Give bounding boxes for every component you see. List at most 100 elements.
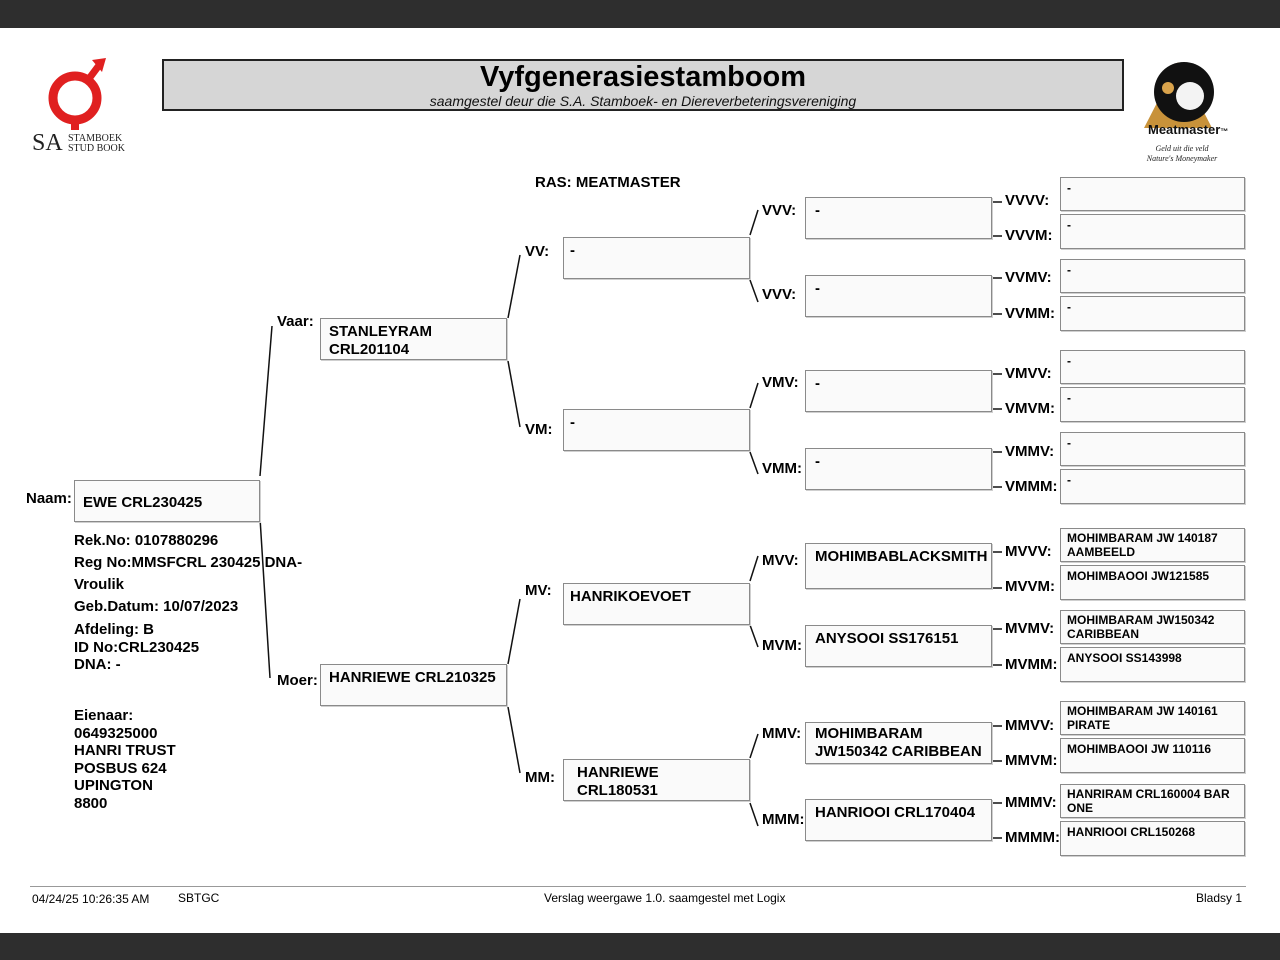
title-box: Vyfgenerasiestamboom saamgestel deur die… [162, 59, 1124, 111]
gen4-box-5: - [1060, 350, 1245, 384]
animal-name-box: EWE CRL230425 [74, 480, 260, 522]
owner-block: Eienaar: 0649325000 HANRI TRUST POSBUS 6… [74, 707, 176, 812]
logo-text-block: STAMBOEK STUD BOOK [68, 134, 125, 154]
meatmaster-tm: ™ [1220, 127, 1229, 136]
gen2-box-vv: - [563, 237, 750, 279]
gen3-label-4: VMM: [762, 460, 802, 477]
sa-studbook-logo: SA STAMBOEK STUD BOOK [30, 56, 140, 156]
gen3-2-line1: - [815, 280, 820, 297]
owner-phone: 0649325000 [74, 724, 158, 742]
gen4-7-line1: - [1067, 436, 1071, 450]
gen2-box-mm: HANRIEWE CRL180531 [563, 759, 750, 801]
meatmaster-name: Meatmaster [1148, 122, 1221, 137]
gen2-label-mv: MV: [525, 582, 552, 599]
gen2-label-vv: VV: [525, 243, 550, 260]
meatmaster-emblem-icon [1144, 62, 1214, 128]
gen4-box-16: HANRIOOI CRL150268 [1060, 821, 1245, 856]
gen2-box-mv: HANRIKOEVOET [563, 583, 750, 625]
gen3-label-1: VVV: [762, 202, 797, 219]
gen4-box-11: MOHIMBARAM JW150342 CARIBBEAN [1060, 610, 1245, 644]
owner-town: UPINGTON [74, 777, 153, 794]
tagline-line2: Nature's Moneymaker [1146, 154, 1218, 163]
gen4-box-3: - [1060, 259, 1245, 293]
footer-code: SBTGC [178, 891, 220, 905]
gen4-label-14: MMVM: [1005, 752, 1058, 769]
gen1-label-dam: Moer: [277, 672, 318, 689]
gen4-label-1: VVVV: [1005, 192, 1050, 209]
gen2-mm-line1: HANRIEWE CRL180531 [577, 764, 659, 799]
gen4-label-6: VMVM: [1005, 400, 1055, 417]
animal-name-label: Naam: [26, 490, 72, 507]
studbook-symbol-icon [48, 58, 106, 130]
gen3-label-2: VVV: [762, 286, 797, 303]
gen4-label-15: MMMV: [1005, 794, 1057, 811]
pedigree-page: SA STAMBOEK STUD BOOK Vyfgenerasiestambo… [0, 28, 1280, 933]
afdeling: Afdeling: B [74, 621, 154, 638]
meatmaster-logo: Meatmaster™ Geld uit die veld Nature's M… [1138, 58, 1228, 168]
gen3-box-4: - [805, 448, 992, 490]
gen3-box-2: - [805, 275, 992, 317]
gen3-box-3: - [805, 370, 992, 412]
gen4-13-line1: MOHIMBARAM JW 140161 [1067, 704, 1218, 718]
footer-timestamp: 04/24/25 10:26:35 AM [32, 892, 150, 906]
gen4-14-line1: MOHIMBAOOI JW 110116 [1067, 742, 1212, 756]
gen4-box-9: MOHIMBARAM JW 140187 AAMBEELD [1060, 528, 1245, 562]
gen4-box-4: - [1060, 296, 1245, 331]
gen3-box-8: HANRIOOI CRL170404 [805, 799, 992, 841]
gen4-box-1: - [1060, 177, 1245, 211]
tagline-line1: Geld uit die veld [1155, 144, 1209, 153]
rek-no: Rek.No: 0107880296 [74, 532, 219, 549]
pedigree-connectors [259, 201, 1002, 839]
gen4-label-10: MVVM: [1005, 578, 1055, 595]
logo-sa-text: SA [32, 130, 63, 156]
gen4-label-16: MMMM: [1005, 829, 1060, 846]
gen1-dam-line1: HANRIEWE CRL210325 [329, 669, 496, 686]
animal-details: Rek.No: 0107880296 Reg No:MMSFCRL 230425… [74, 530, 302, 618]
gen4-label-12: MVMM: [1005, 656, 1058, 673]
gen4-label-2: VVVM: [1005, 227, 1053, 244]
gen3-5-line1: MOHIMBABLACKSMITH [815, 548, 988, 565]
gen3-box-1: - [805, 197, 992, 239]
gen3-3-line1: - [815, 375, 820, 392]
gen3-box-6: ANYSOOI SS176151 [805, 625, 992, 667]
gen4-1-line1: - [1067, 181, 1071, 195]
gen2-label-vm: VM: [525, 421, 553, 438]
gen4-9-line2: AAMBEELD [1067, 545, 1135, 559]
gen4-16-line1: HANRIOOI CRL150268 [1067, 825, 1196, 839]
gen3-label-8: MMM: [762, 811, 805, 828]
birth-date: Geb.Datum: 10/07/2023 [74, 598, 239, 615]
gen4-4-line1: - [1067, 300, 1071, 314]
gen4-2-line1: - [1067, 218, 1071, 232]
gen4-box-12: ANYSOOI SS143998 [1060, 647, 1245, 682]
page-subtitle: saamgestel deur die S.A. Stamboek- en Di… [429, 93, 857, 109]
gen4-11-line2: CARIBBEAN [1067, 627, 1139, 641]
meatmaster-tagline: Geld uit die veld Nature's Moneymaker [1140, 144, 1224, 164]
gen2-mv-line1: HANRIKOEVOET [570, 588, 691, 605]
gen3-8-line1: HANRIOOI CRL170404 [815, 804, 976, 821]
animal-name: EWE CRL230425 [83, 494, 203, 511]
gen2-box-vm: - [563, 409, 750, 451]
gen4-label-3: VVMV: [1005, 269, 1052, 286]
gen2-vm-line1: - [570, 414, 575, 431]
footer-page-number: Bladsy 1 [1196, 891, 1243, 905]
gen4-label-4: VVMM: [1005, 305, 1055, 322]
gen1-box-sire: STANLEYRAM CRL201104 [320, 318, 507, 360]
gen4-15-line2: ONE [1067, 801, 1094, 815]
gen4-12-line1: ANYSOOI SS143998 [1067, 651, 1182, 665]
owner-address: POSBUS 624 [74, 759, 167, 777]
gen2-vv-line1: - [570, 242, 575, 259]
reg-no: Reg No:MMSFCRL 230425 DNA- [74, 554, 303, 571]
gen1-sire-line2: CRL201104 [329, 341, 410, 358]
gen4-box-6: - [1060, 387, 1245, 422]
gen1-sire-line1: STANLEYRAM [329, 323, 433, 340]
gen3-label-7: MMV: [762, 725, 802, 742]
gen3-6-line1: ANYSOOI SS176151 [815, 630, 959, 647]
gen4-8-line1: - [1067, 473, 1071, 487]
gen2-label-mm: MM: [525, 769, 555, 786]
dna: DNA: - [74, 656, 121, 673]
owner-name: HANRI TRUST [74, 742, 176, 759]
meatmaster-wordmark: Meatmaster™ [1148, 122, 1228, 137]
owner-label: Eienaar: [74, 707, 134, 724]
gen3-box-5: MOHIMBABLACKSMITH [805, 543, 992, 589]
owner-postcode: 8800 [74, 794, 108, 812]
